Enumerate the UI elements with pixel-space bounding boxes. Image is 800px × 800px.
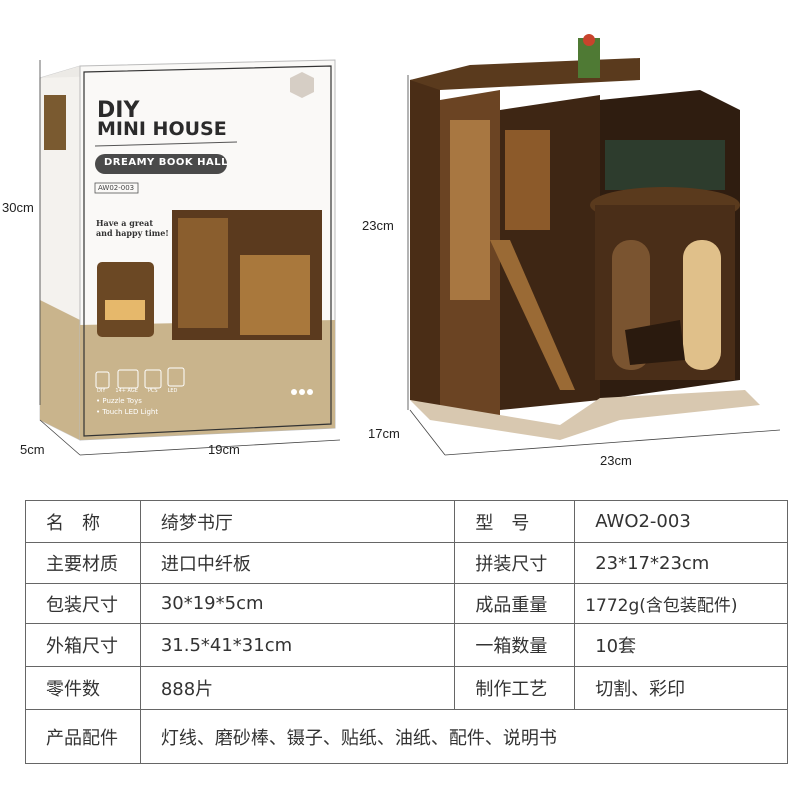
box-front-beige bbox=[80, 320, 335, 440]
spec-value: 10套 bbox=[574, 623, 788, 667]
box-piano-inset bbox=[97, 262, 154, 337]
table-row: 外箱尺寸 31.5*41*31cm 一箱数量 10套 bbox=[25, 623, 788, 667]
box-side-image bbox=[44, 95, 66, 150]
spec-key: 外箱尺寸 bbox=[25, 623, 141, 667]
box-feature-icons bbox=[95, 367, 185, 389]
model-height-label: 23cm bbox=[362, 218, 394, 233]
spec-value: 30*19*5cm bbox=[139, 583, 456, 624]
dim-line-box-width bbox=[79, 439, 341, 456]
model-depth-label: 17cm bbox=[368, 426, 400, 441]
spec-key: 包装尺寸 bbox=[25, 583, 141, 624]
box-frame bbox=[83, 65, 332, 437]
dim-line-model-width bbox=[444, 429, 781, 456]
spec-key: 型 号 bbox=[454, 500, 576, 543]
spec-key: 主要材质 bbox=[25, 542, 141, 584]
spec-key: 名 称 bbox=[25, 500, 141, 543]
product-illustration bbox=[39, 34, 781, 456]
spec-value: 888片 bbox=[139, 666, 456, 710]
spec-value: AWO2-003 bbox=[574, 500, 788, 543]
box-bullets: • Puzzle Toys • Touch LED Light bbox=[96, 396, 158, 418]
spec-value: 灯线、磨砂棒、镊子、贴纸、油纸、配件、说明书 bbox=[139, 709, 789, 764]
box-side-beige bbox=[40, 300, 80, 440]
box-product-name: DREAMY BOOK HALL bbox=[104, 157, 228, 168]
box-product-pill bbox=[95, 154, 227, 174]
box-cube-logo bbox=[290, 72, 314, 98]
dim-line-box-depth bbox=[39, 419, 81, 456]
spec-key: 产品配件 bbox=[25, 709, 141, 764]
table-row: 零件数 888片 制作工艺 切割、彩印 bbox=[25, 666, 788, 710]
box-brand-line1: DIY bbox=[97, 98, 140, 123]
table-row: 名 称 绮梦书厅 型 号 AWO2-003 bbox=[25, 500, 788, 543]
box-brand-line2: MINI HOUSE bbox=[97, 118, 227, 140]
spec-key: 成品重量 bbox=[454, 583, 576, 624]
table-row: 主要材质 进口中纤板 拼装尺寸 23*17*23cm bbox=[25, 542, 788, 584]
spec-value: 切割、彩印 bbox=[574, 666, 788, 710]
spec-value: 1772g(含包装配件) bbox=[574, 583, 788, 624]
spec-table: 名 称 绮梦书厅 型 号 AWO2-003 主要材质 进口中纤板 拼装尺寸 23… bbox=[25, 500, 789, 764]
box-height-label: 30cm bbox=[2, 200, 34, 215]
table-row: 包装尺寸 30*19*5cm 成品重量 1772g(含包装配件) bbox=[25, 583, 788, 624]
table-row: 产品配件 灯线、磨砂棒、镊子、贴纸、油纸、配件、说明书 bbox=[25, 709, 789, 764]
dim-line-model-depth bbox=[409, 409, 446, 456]
spec-value: 23*17*23cm bbox=[574, 542, 788, 584]
spec-key: 一箱数量 bbox=[454, 623, 576, 667]
bullet-puzzle: • Puzzle Toys bbox=[96, 397, 142, 405]
model-staircase bbox=[490, 240, 575, 390]
box-model-badge bbox=[94, 182, 139, 194]
model-piano bbox=[625, 320, 685, 365]
model-top bbox=[410, 58, 640, 90]
bullet-led: • Touch LED Light bbox=[96, 408, 159, 416]
box-depth-label: 5cm bbox=[20, 442, 45, 457]
spec-value: 31.5*41*31cm bbox=[139, 623, 456, 667]
spec-key: 制作工艺 bbox=[454, 666, 576, 710]
spec-key: 零件数 bbox=[25, 666, 141, 710]
spec-value: 进口中纤板 bbox=[139, 542, 456, 584]
box-width-label: 19cm bbox=[208, 442, 240, 457]
model-left-wall bbox=[410, 75, 440, 408]
spec-value: 绮梦书厅 bbox=[139, 500, 456, 543]
box-icon-labels: DIY 14+ AGE PCS LED bbox=[97, 388, 178, 394]
spec-key: 拼装尺寸 bbox=[454, 542, 576, 584]
model-plant bbox=[578, 38, 600, 78]
model-floor bbox=[410, 390, 760, 440]
box-model-text: AW02-003 bbox=[98, 184, 135, 192]
box-title-rule bbox=[94, 141, 238, 147]
model-width-label: 23cm bbox=[600, 453, 632, 468]
box-slogan: Have a great and happy time! bbox=[96, 218, 169, 238]
